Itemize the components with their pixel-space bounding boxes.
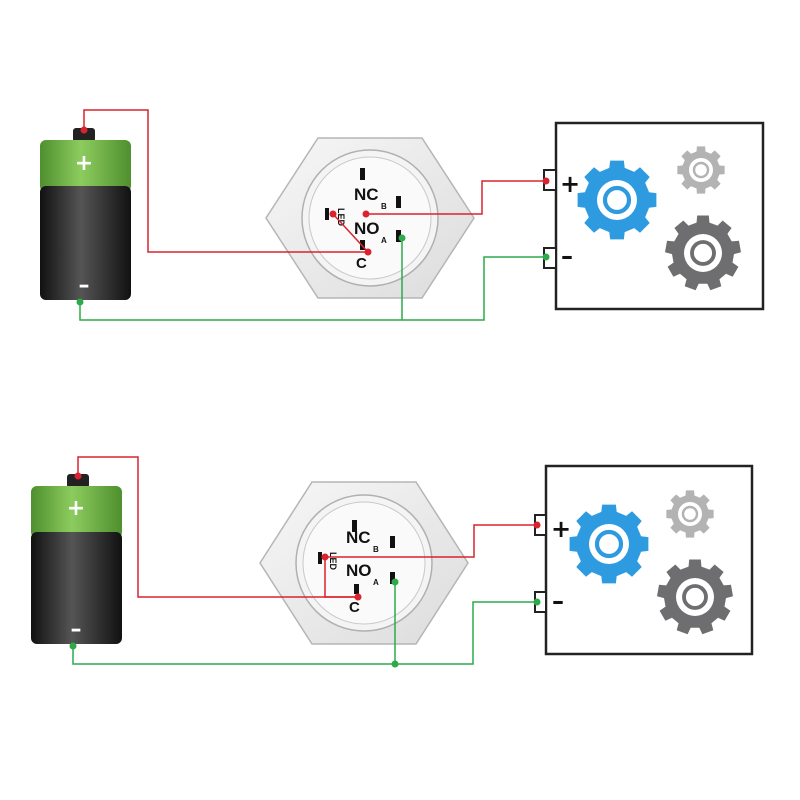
junction-dot xyxy=(533,521,541,529)
label-led: LED xyxy=(336,208,346,227)
battery-positive-band xyxy=(31,486,122,538)
junction-dot xyxy=(364,248,372,256)
wires xyxy=(72,456,537,665)
gear-blue-icon xyxy=(569,504,649,584)
junction-dot xyxy=(354,593,362,601)
gear-hub xyxy=(692,161,710,179)
gear-dark-icon xyxy=(665,215,741,291)
label-no: NO xyxy=(346,561,372,580)
label-no: NO xyxy=(354,219,380,238)
pin-no-side xyxy=(390,536,395,548)
junction-dot xyxy=(398,234,406,242)
junction-dot xyxy=(542,253,550,261)
gear-hole xyxy=(589,524,629,564)
wires xyxy=(79,109,546,321)
load-box: + – xyxy=(534,464,754,656)
load-box-frame xyxy=(544,464,754,656)
battery-minus-label: – xyxy=(71,617,82,642)
gear-hub xyxy=(682,584,708,610)
junction-dot xyxy=(69,642,77,650)
junction-dot xyxy=(542,177,550,185)
gear-blue-icon xyxy=(577,160,657,240)
wire-switch-to-load-minus xyxy=(402,256,546,321)
battery: + – xyxy=(40,128,131,300)
wire-battery-minus-to-switch xyxy=(79,236,403,321)
label-a: A xyxy=(381,236,387,245)
gear-light-icon xyxy=(666,490,714,538)
label-c: C xyxy=(356,255,367,272)
switch-inner-ring xyxy=(308,156,432,280)
gear-hub xyxy=(602,185,632,215)
push-button-switch: NC B NO A C LED xyxy=(259,481,469,645)
gear-hole xyxy=(597,180,637,220)
label-b: B xyxy=(373,545,379,554)
battery-body xyxy=(40,186,131,300)
gear-dark-icon xyxy=(657,559,733,635)
junction-dot xyxy=(391,660,399,668)
gear-hole xyxy=(678,502,702,526)
wire-no-to-load-plus xyxy=(366,180,546,215)
gear-hub xyxy=(594,529,624,559)
diagram-top: + – NC B NO A C LED + – xyxy=(40,109,765,321)
label-nc: NC xyxy=(346,528,371,547)
pin-nc xyxy=(352,520,357,532)
pin-led xyxy=(318,552,322,564)
push-button-switch: NC B NO A C LED xyxy=(265,137,475,299)
load-plus-label: + xyxy=(551,515,571,543)
wire-junctions xyxy=(69,472,541,668)
battery-positive-band xyxy=(40,140,131,192)
load-box: + – xyxy=(543,121,765,311)
pin-nc xyxy=(360,168,365,180)
label-c: C xyxy=(349,599,360,616)
battery-plus-label: + xyxy=(75,151,93,176)
battery-terminal xyxy=(73,128,95,142)
diagram-bottom: + – NC B NO A C LED + – xyxy=(31,456,754,668)
pin-led xyxy=(325,208,329,220)
wire-switch-to-load-minus xyxy=(395,601,537,665)
battery-body xyxy=(31,532,122,644)
wire-battery-plus-to-c xyxy=(77,456,358,598)
wire-c-to-led xyxy=(332,213,369,253)
junction-dot xyxy=(321,553,329,561)
load-minus-label: – xyxy=(561,242,573,270)
label-led: LED xyxy=(328,552,338,571)
wire-led-to-load-plus xyxy=(325,524,537,558)
pin-no-side xyxy=(396,196,401,208)
wire-junctions xyxy=(76,126,550,306)
pin-c xyxy=(354,584,359,594)
junction-dot xyxy=(391,578,399,586)
load-plus-label: + xyxy=(560,170,580,198)
label-b: B xyxy=(381,202,387,211)
load-minus-label: – xyxy=(552,587,564,615)
junction-dot xyxy=(76,298,84,306)
gear-hub xyxy=(681,505,699,523)
pin-a xyxy=(390,572,395,584)
gear-hole xyxy=(676,578,714,616)
gear-hole xyxy=(684,234,722,272)
load-box-frame xyxy=(554,121,765,311)
battery-minus-label: – xyxy=(79,273,90,298)
gear-hub xyxy=(690,240,716,266)
pin-a xyxy=(396,230,401,242)
label-a: A xyxy=(373,578,379,587)
wire-battery-plus-to-c xyxy=(83,109,368,253)
battery-plus-label: + xyxy=(67,496,85,521)
junction-dot xyxy=(329,210,337,218)
gear-hole xyxy=(689,158,713,182)
wire-c-to-led xyxy=(324,557,358,598)
junction-dot xyxy=(80,126,88,134)
junction-dot xyxy=(362,210,370,218)
junction-dot xyxy=(533,598,541,606)
wire-battery-minus-to-switch xyxy=(72,580,396,665)
label-nc: NC xyxy=(354,185,379,204)
battery: + – xyxy=(31,474,122,644)
gear-light-icon xyxy=(677,146,725,194)
battery-terminal xyxy=(67,474,89,488)
junction-dot xyxy=(74,472,82,480)
